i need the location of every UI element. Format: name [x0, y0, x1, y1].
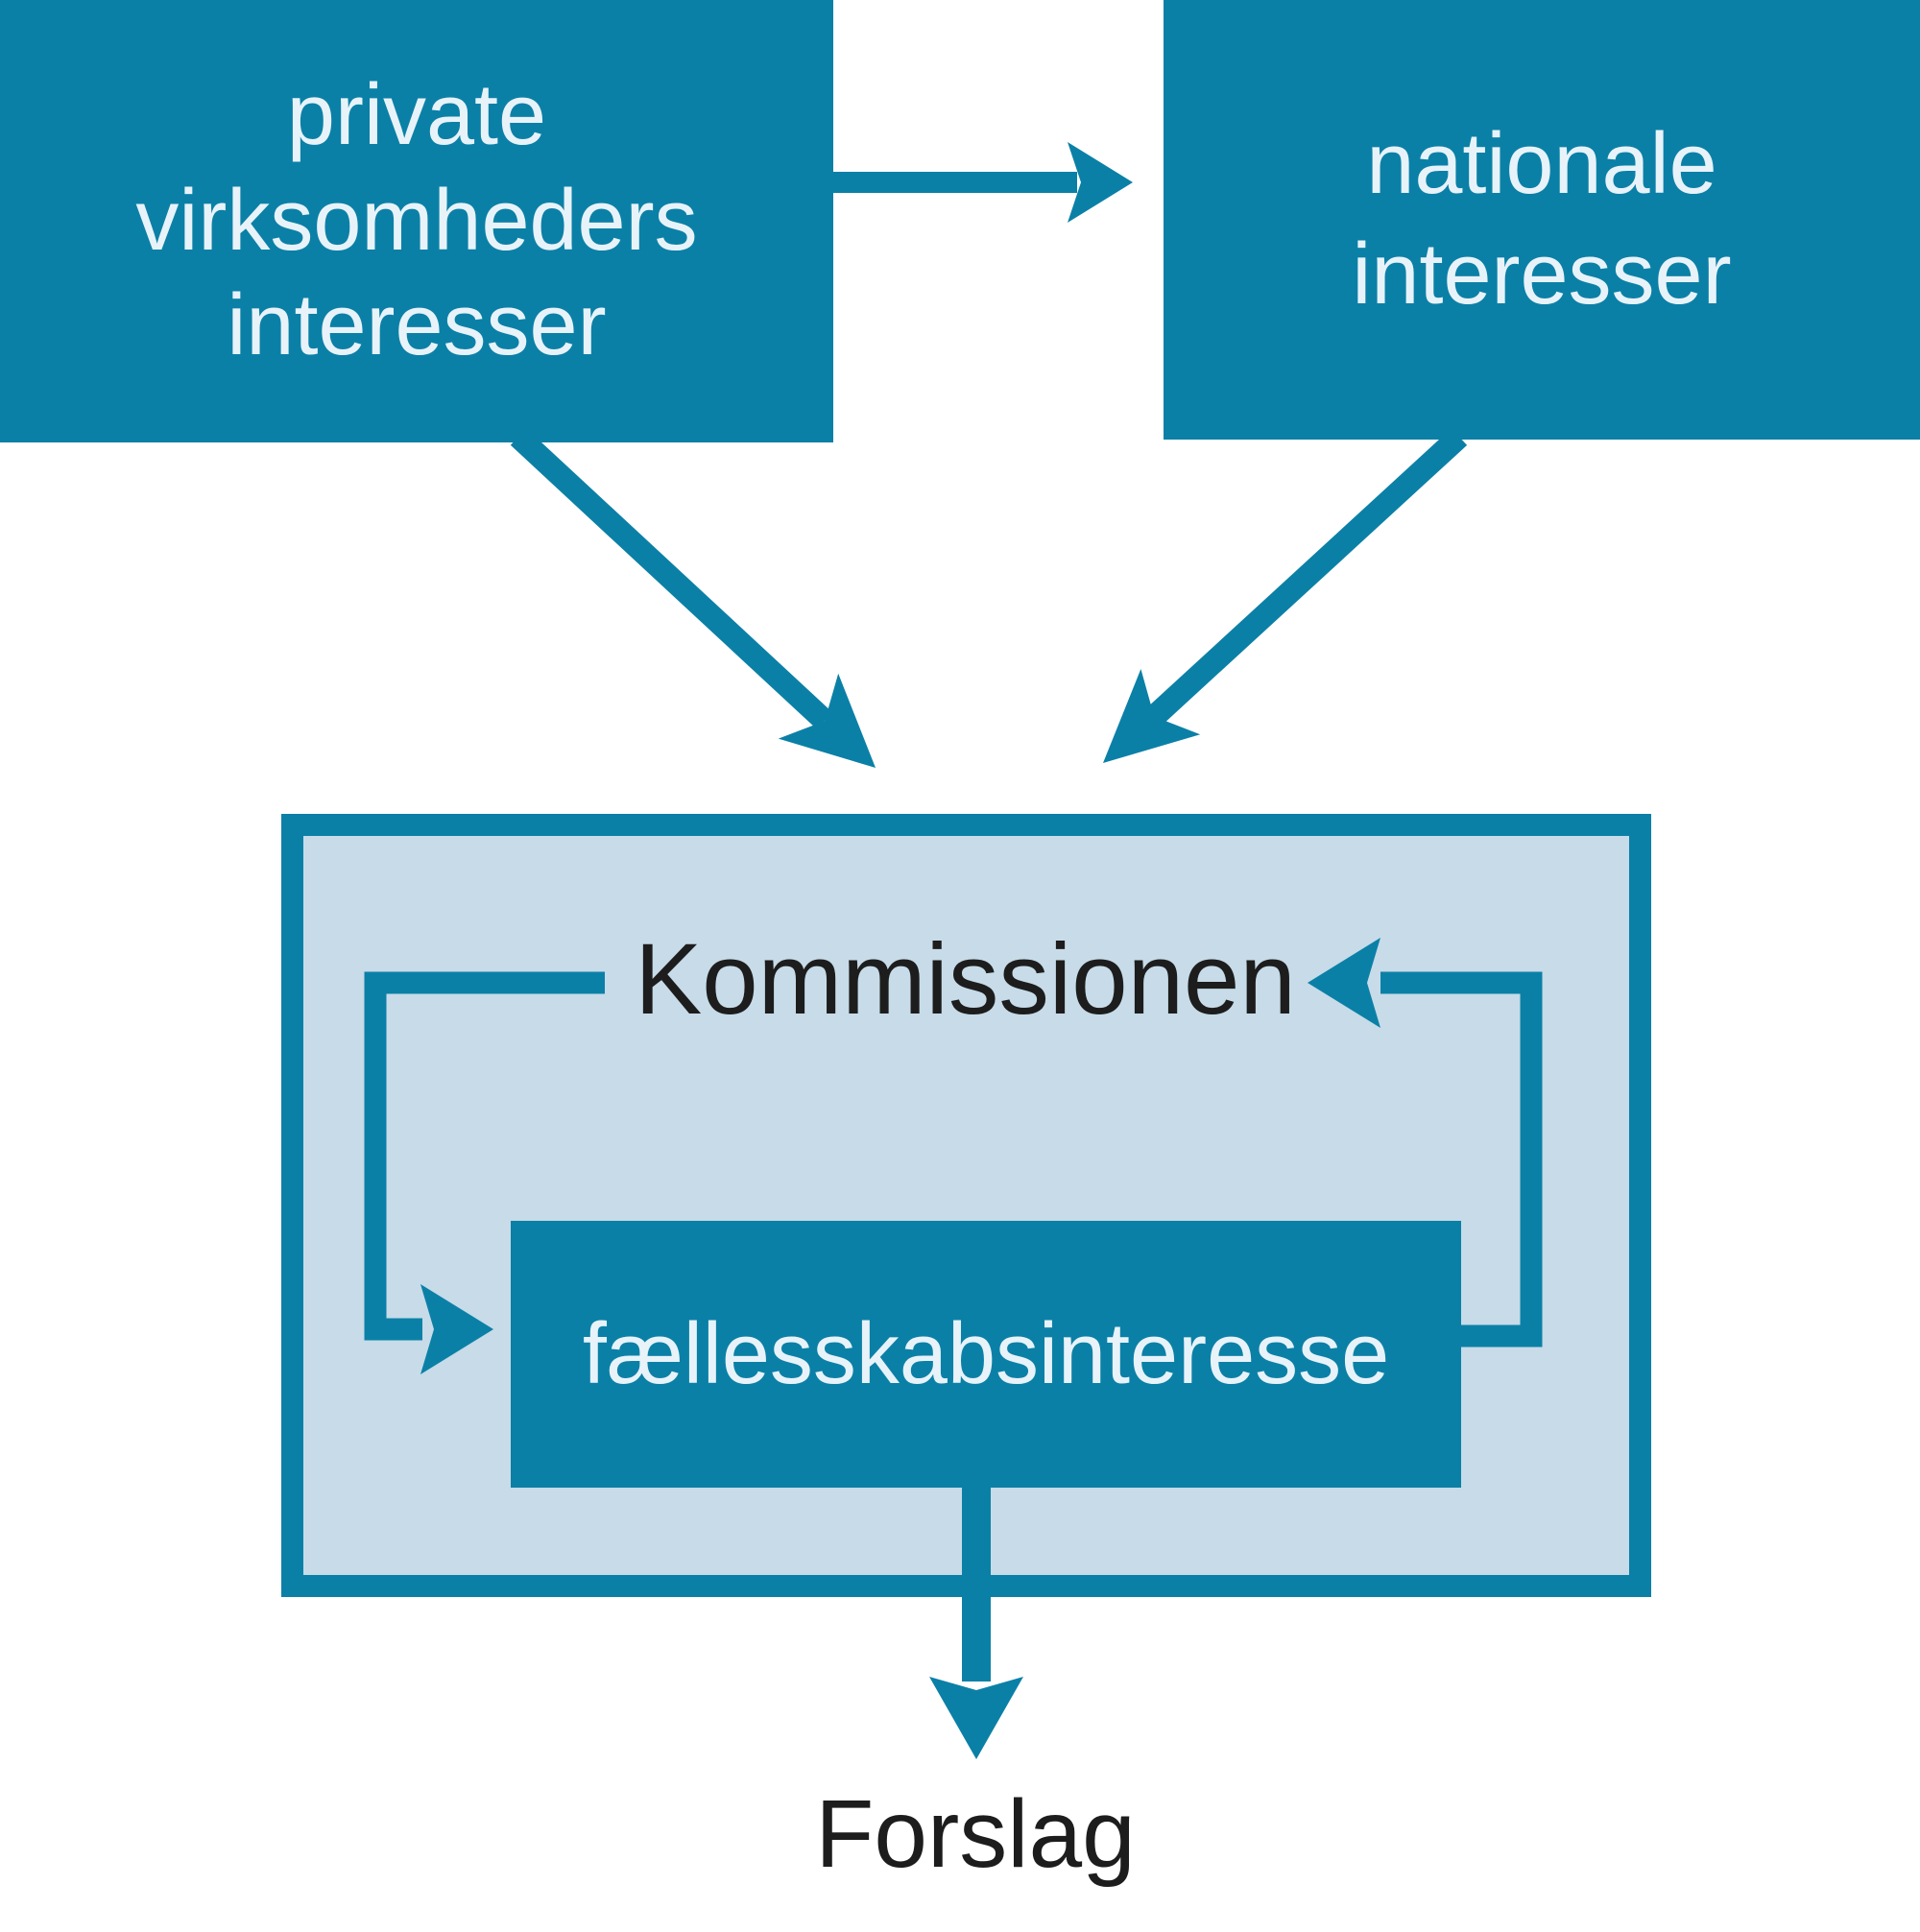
node-proposal-label: Forslag: [815, 1780, 1136, 1888]
arrow-head-down-left-icon: [1103, 669, 1201, 763]
arrow-head-down-icon: [929, 1677, 1023, 1759]
arrow-private-to-commission: [510, 428, 876, 768]
node-national-interests-line1: nationale: [1366, 115, 1717, 212]
node-national-interests: nationale interesser: [1164, 0, 1920, 440]
arrow-national-to-commission: [1103, 428, 1468, 763]
node-community-interest-label: fællesskabsinteresse: [582, 1305, 1390, 1402]
node-national-interests-line2: interesser: [1352, 227, 1732, 322]
arrow-private-to-national: [831, 142, 1133, 223]
node-community-interest: fællesskabsinteresse: [511, 1221, 1461, 1488]
node-private-interests-line1: private: [286, 66, 547, 163]
node-private-interests-line3: interesser: [227, 277, 607, 374]
node-private-interests-line2: virksomheders: [135, 172, 698, 269]
node-private-interests: private virksomheders interesser: [0, 0, 833, 442]
node-commission-label: Kommissionen: [635, 923, 1296, 1036]
arrow-head-down-right-icon: [778, 673, 876, 768]
arrow-head-right-icon: [1068, 142, 1133, 223]
